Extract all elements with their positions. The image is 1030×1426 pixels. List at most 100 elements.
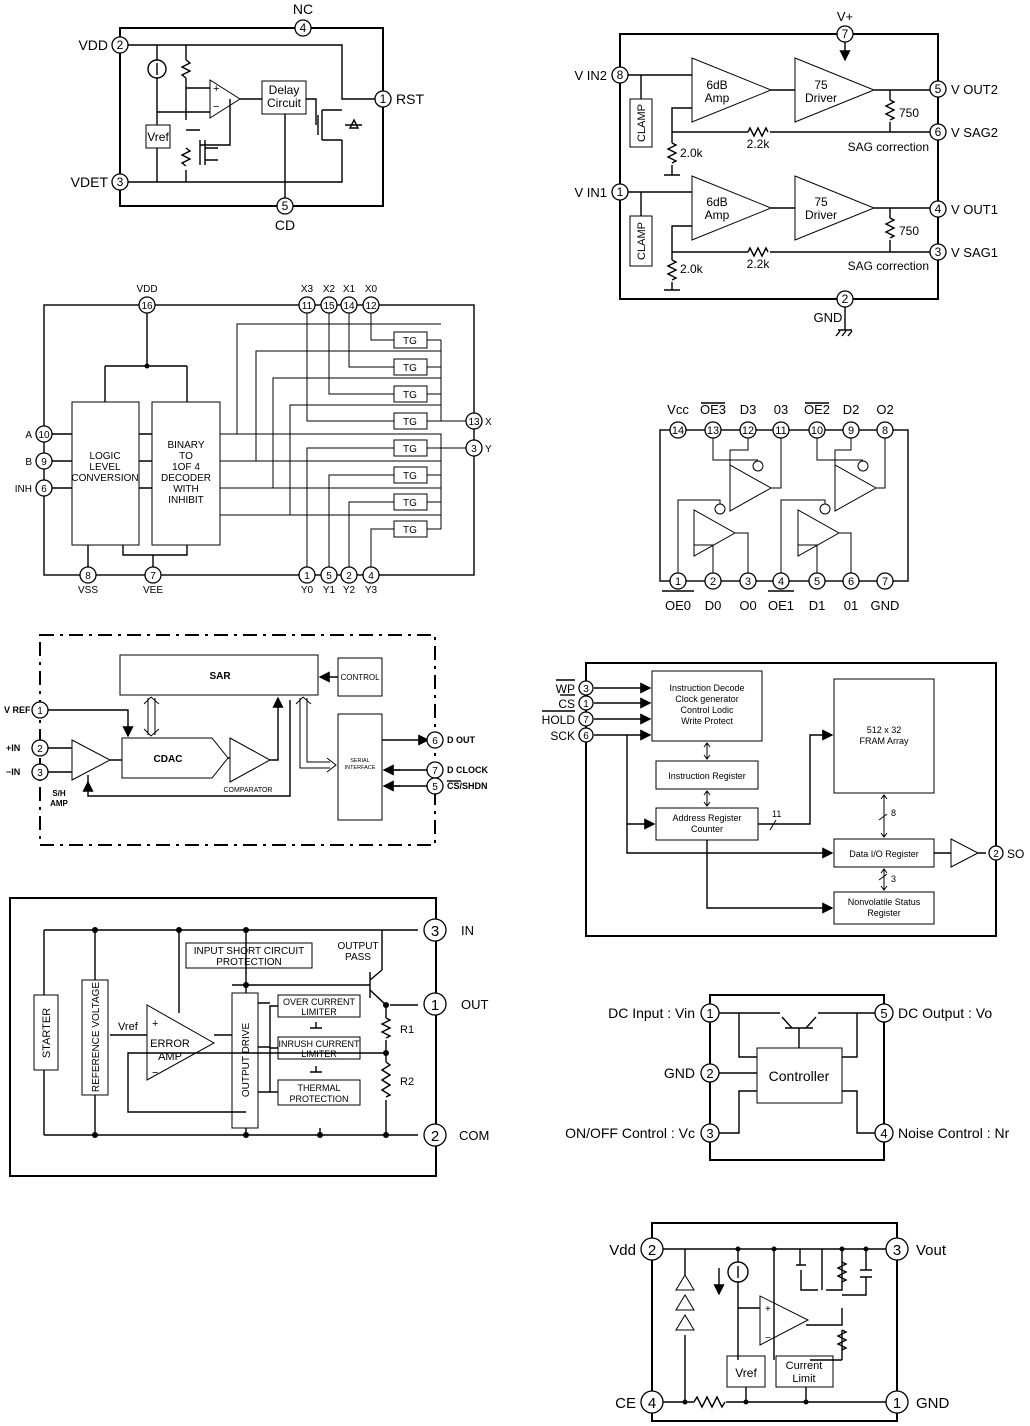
pin-number: 6 [935, 125, 942, 139]
pin-number: 16 [141, 301, 153, 312]
pin-label-y1: Y1 [323, 585, 336, 596]
tg-label: TG [403, 363, 417, 374]
pin-label-a: A [25, 430, 32, 441]
data-io-register: Data I/O Register [849, 849, 919, 859]
pin-label-rst: RST [396, 91, 424, 107]
pin-number: 4 [778, 576, 784, 588]
ocl-label-2: LIMITER [301, 1007, 337, 1017]
cdac-label: CDAC [154, 754, 183, 765]
pin-number: 3 [471, 444, 477, 455]
pin-label-x2: X2 [323, 284, 336, 295]
pin-number: 4 [935, 202, 942, 216]
pin-number: 7 [842, 27, 849, 41]
pin-number: 8 [617, 68, 624, 82]
pin-number: 1 [431, 997, 439, 1014]
pin-label: D2 [843, 402, 860, 417]
pin-label-vss: VSS [78, 585, 98, 596]
pin-label-vout: Vout [916, 1242, 947, 1259]
comparator-label: COMPARATOR [223, 787, 272, 794]
pin-label-com: COM [459, 1128, 489, 1143]
irl-label: INRUSH CURRENT [279, 1039, 361, 1049]
pin-label-gnd: GND [916, 1395, 950, 1412]
pin-label-dclock: D CLOCK [447, 765, 488, 775]
tg-label: TG [403, 417, 417, 428]
delay-label-2: Circuit [267, 96, 302, 110]
fram-array: 512 x 32 [867, 725, 902, 735]
current-limit-2: Limit [792, 1373, 815, 1385]
pin-label-onoff: ON/OFF Control : Vc [565, 1125, 695, 1141]
refv-label: REFERENCE VOLTAGE [91, 982, 102, 1093]
thp-label: THERMAL [297, 1083, 340, 1093]
pin-number: 3 [37, 768, 43, 779]
pin-number: 1 [617, 185, 624, 199]
pin-label-wp: WP [556, 682, 575, 696]
pin-label-gnd: GND [814, 310, 843, 325]
pin-number: 9 [41, 457, 47, 468]
pin-number: 4 [648, 1395, 656, 1412]
decoder-block-label: TO [179, 451, 193, 462]
pin-number: 14 [672, 425, 684, 437]
r2-label: R2 [400, 1076, 414, 1088]
pin-number: 12 [365, 301, 377, 312]
error-amp-label: ERROR [150, 1038, 190, 1050]
pin-label: GND [871, 598, 900, 613]
opamp-minus: − [765, 1333, 771, 1344]
pin-label-in: IN [461, 923, 474, 938]
opamp-minus: − [152, 1067, 158, 1079]
bus-width: 3 [891, 874, 896, 884]
pin-number: 11 [302, 301, 313, 312]
pin-number: 5 [814, 576, 820, 588]
status-register: Nonvolatile Status [848, 897, 921, 907]
sag-label: SAG correction [848, 140, 929, 154]
pin-number: 4 [300, 21, 307, 35]
tg-label: TG [403, 471, 417, 482]
pin-label-b: B [25, 457, 32, 468]
decoder-block-label: WITH [173, 484, 199, 495]
driver-label: 75 [814, 195, 828, 209]
clamp-label: CLAMP [636, 222, 648, 260]
pin-label-vplus: V+ [837, 9, 853, 24]
pin-number: 14 [343, 301, 355, 312]
pin-label-cs-shdn: CS/SHDN [447, 781, 488, 791]
pin-label-so: SO [1007, 847, 1024, 861]
pin-number: 7 [583, 715, 589, 726]
bus-width: 11 [772, 809, 781, 819]
pin-number: 7 [882, 576, 888, 588]
tg-label: TG [403, 498, 417, 509]
pin-number: 5 [880, 1006, 887, 1021]
adc-diagram: SAR CONTROL CDAC COMPARATOR S/H AMP SERI… [4, 634, 488, 846]
pin-number: 7 [432, 766, 438, 777]
pin-label-gnd: GND [664, 1065, 695, 1081]
instruction-register: Instruction Register [668, 771, 746, 781]
pin-number: 3 [583, 684, 589, 695]
pin-label-vout2: V OUT2 [951, 82, 998, 97]
resistor-label: 2.2k [747, 137, 771, 151]
pin-number: 2 [648, 1242, 656, 1259]
pin-label-cs: CS [558, 697, 575, 711]
pin-label: D3 [740, 402, 757, 417]
pin-number: 2 [710, 576, 716, 588]
pin-number: 1 [304, 571, 310, 582]
address-register-2: Counter [691, 824, 723, 834]
resistor-label: 750 [899, 106, 919, 120]
amp-label: 6dB [706, 78, 727, 92]
clamp-label: CLAMP [636, 104, 648, 142]
pin-number: 3 [745, 576, 751, 588]
logic-block-label: CONVERSION [71, 473, 138, 484]
pin-label-x3: X3 [301, 284, 314, 295]
pin-number: 7 [150, 571, 156, 582]
pin-label-vin: DC Input : Vin [608, 1005, 695, 1021]
pin-label-vdd: Vdd [609, 1242, 636, 1259]
decode-label: Instruction Decode [669, 683, 744, 693]
pin-label: OE0 [665, 598, 691, 613]
fram-array-2: FRAM Array [859, 736, 909, 746]
pin-number: 5 [432, 782, 438, 793]
pin-label-x: X [485, 417, 492, 428]
pin-number: 2 [117, 38, 124, 52]
pin-number: 1 [583, 699, 589, 710]
channel-2: 6dB Amp 75 Driver CLAMP 750 2.2k 2.0k SA… [628, 57, 930, 176]
channel-1: 6dB Amp 75 Driver CLAMP 750 2.2k 2.0k SA… [628, 175, 930, 291]
